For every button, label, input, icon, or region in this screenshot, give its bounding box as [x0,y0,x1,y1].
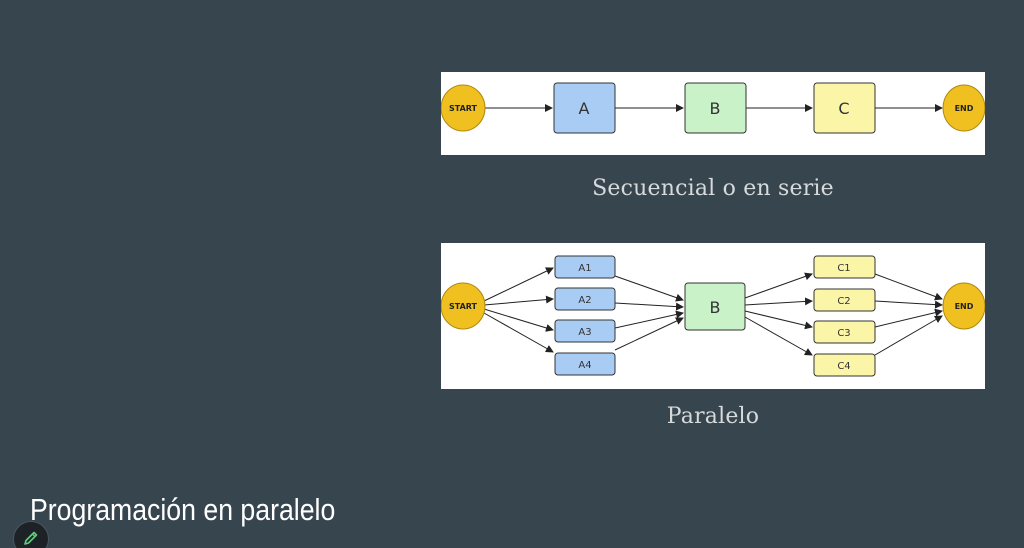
parallel-diagram-svg: START A1 A2 A3 A4 B [440,255,986,377]
serial-diagram-svg: START A B C END [440,82,986,134]
annotate-button[interactable] [13,521,49,548]
connector [744,316,813,356]
connector [874,300,943,309]
connector [744,310,813,330]
pencil-icon [24,531,38,545]
start-label: START [449,302,478,311]
node-a3-label: A3 [578,327,591,338]
node-c1-label: C1 [837,263,850,274]
end-label: END [955,302,974,311]
end-node: END [942,84,986,132]
end-label: END [955,104,974,113]
node-a2-label: A2 [578,295,591,306]
node-c: C [813,82,876,134]
node-a1: A1 [554,255,616,279]
node-a3: A3 [554,319,616,343]
node-b-label: B [710,99,721,118]
connector [874,273,943,301]
connector [483,308,554,332]
node-b: B [684,82,747,134]
connector [483,312,554,353]
node-b: B [684,282,746,331]
slide-title: Programación en paralelo [30,492,336,527]
start-node: START [440,84,486,132]
connector [614,310,684,329]
node-c2-label: C2 [837,296,850,307]
connector [874,308,943,328]
node-a4: A4 [554,352,616,376]
start-label: START [449,104,478,113]
connector [483,295,554,306]
end-node: END [942,282,986,330]
serial-diagram: START A B C END [440,72,986,155]
serial-caption: Secuencial o en serie [592,176,834,201]
node-a-label: A [579,99,590,118]
connector [614,275,684,302]
node-a2: A2 [554,287,616,311]
node-c-label: C [838,99,849,118]
connector [483,267,554,302]
connector [744,297,813,306]
connector [614,302,684,311]
node-c2: C2 [813,288,876,312]
connector [614,317,684,351]
node-c4-label: C4 [837,361,850,372]
node-c3: C3 [813,320,876,344]
node-a1-label: A1 [578,263,591,274]
node-a: A [553,82,616,134]
node-a4-label: A4 [578,360,591,371]
node-c3-label: C3 [837,328,850,339]
node-b-label: B [710,298,721,317]
node-c4: C4 [813,353,876,377]
start-node: START [440,282,486,330]
parallel-diagram: START A1 A2 A3 A4 B [440,243,986,389]
connector [874,315,943,356]
connector [744,272,813,299]
node-c1: C1 [813,255,876,279]
parallel-caption: Paralelo [666,404,760,429]
